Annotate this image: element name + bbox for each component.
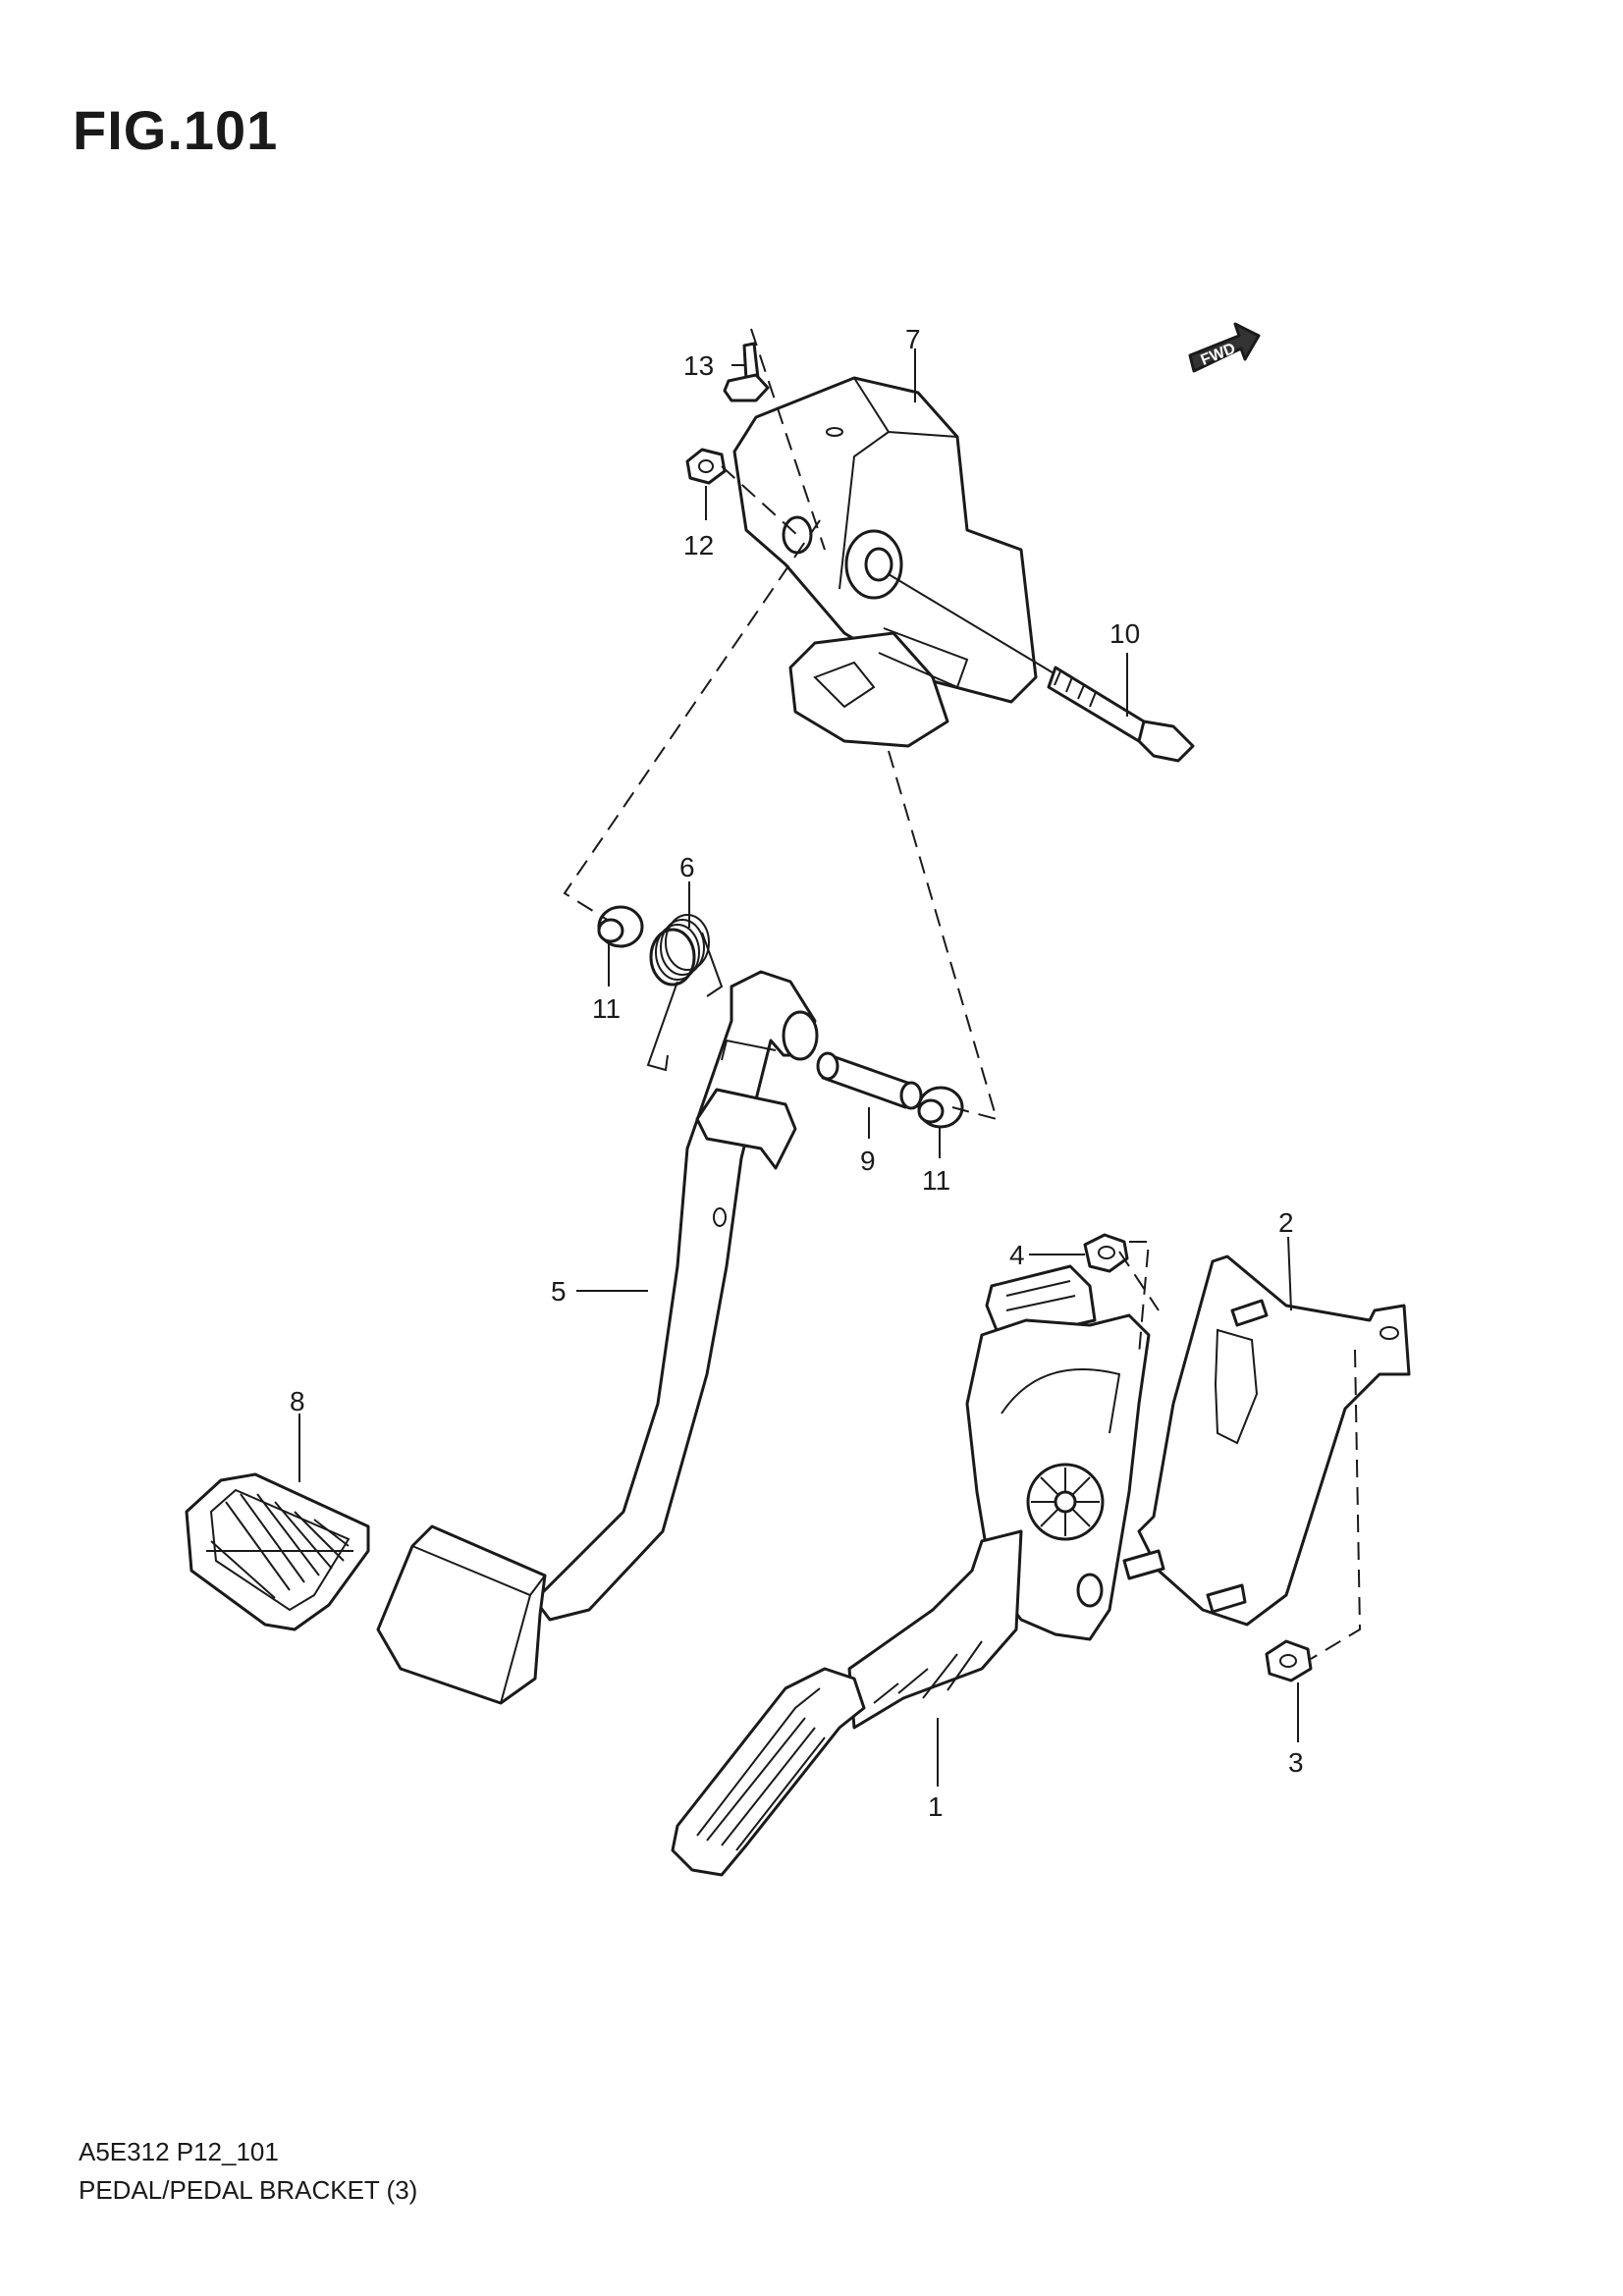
callout-3: 3 xyxy=(1288,1747,1304,1778)
brake-pedal-arm xyxy=(376,970,819,1705)
callout-6: 6 xyxy=(679,852,695,882)
callout-10: 10 xyxy=(1109,618,1140,649)
callout-11-lower: 11 xyxy=(922,1165,950,1196)
return-spring xyxy=(646,914,724,1072)
leader-lines xyxy=(298,348,1299,1787)
callout-4: 4 xyxy=(1009,1240,1025,1270)
bolt-13 xyxy=(723,342,770,402)
accelerator-pedal xyxy=(671,1264,1151,1877)
accelerator-bracket xyxy=(1122,1255,1411,1627)
figure-title: FIG.101 xyxy=(73,99,279,161)
callout-1: 1 xyxy=(928,1791,944,1822)
diagram-code: A5E312 P12_101 xyxy=(79,2137,279,2166)
diagram-subtitle: PEDAL/PEDAL BRACKET (3) xyxy=(79,2175,418,2205)
bushing-11-upper xyxy=(597,905,644,948)
pin-9 xyxy=(816,1051,923,1110)
nut-12 xyxy=(685,448,727,485)
bolt-10 xyxy=(888,573,1195,763)
pedal-pad-cover xyxy=(185,1472,370,1631)
callout-labels: 7 13 12 10 6 11 9 11 5 8 2 4 1 3 xyxy=(290,324,1304,1822)
callout-5: 5 xyxy=(551,1276,567,1307)
callout-12: 12 xyxy=(683,530,714,561)
callout-8: 8 xyxy=(290,1386,305,1416)
nut-4 xyxy=(1083,1233,1129,1273)
callout-7: 7 xyxy=(905,324,921,354)
callout-9: 9 xyxy=(860,1146,876,1176)
bushing-11-lower xyxy=(917,1086,964,1129)
callout-2: 2 xyxy=(1278,1207,1294,1238)
callout-11-upper: 11 xyxy=(592,993,621,1024)
callout-13: 13 xyxy=(683,350,714,381)
nut-3 xyxy=(1265,1639,1313,1682)
assembly-guide-lines xyxy=(563,328,1362,1660)
fwd-arrow-icon: FWD xyxy=(1188,322,1261,373)
pedal-bracket xyxy=(732,376,1038,748)
